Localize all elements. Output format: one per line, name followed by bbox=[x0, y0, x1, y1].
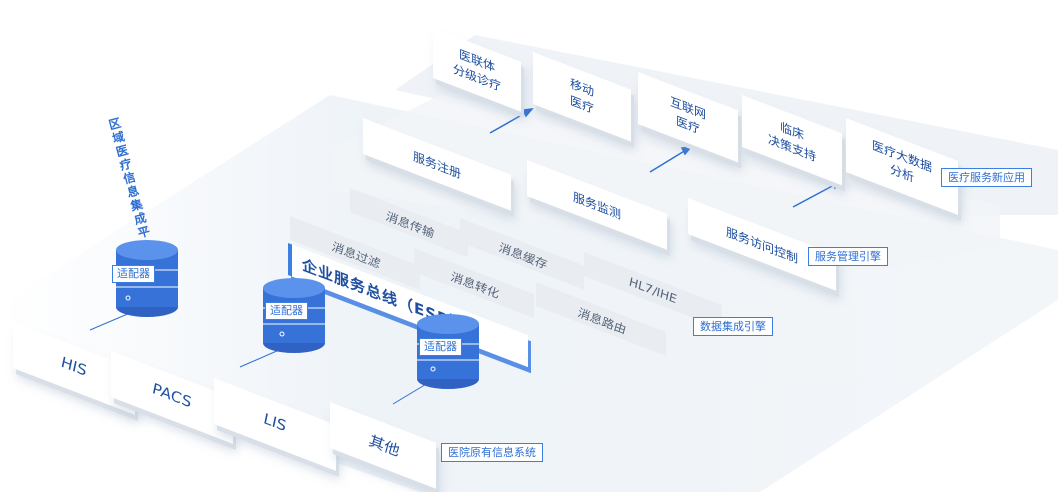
adapter-label-1: 适配器 bbox=[112, 265, 155, 283]
connector-lines bbox=[89, 312, 429, 405]
legacy-label: 医院原有信息系统 bbox=[441, 443, 543, 462]
service-engine-label: 服务管理引擎 bbox=[808, 247, 888, 266]
apps-label: 医疗服务新应用 bbox=[941, 168, 1032, 187]
adapter-label-2: 适配器 bbox=[265, 302, 308, 320]
adapter-label-3: 适配器 bbox=[419, 338, 462, 356]
data-engine-label: 数据集成引擎 bbox=[693, 317, 773, 336]
service-platform bbox=[330, 95, 1000, 270]
